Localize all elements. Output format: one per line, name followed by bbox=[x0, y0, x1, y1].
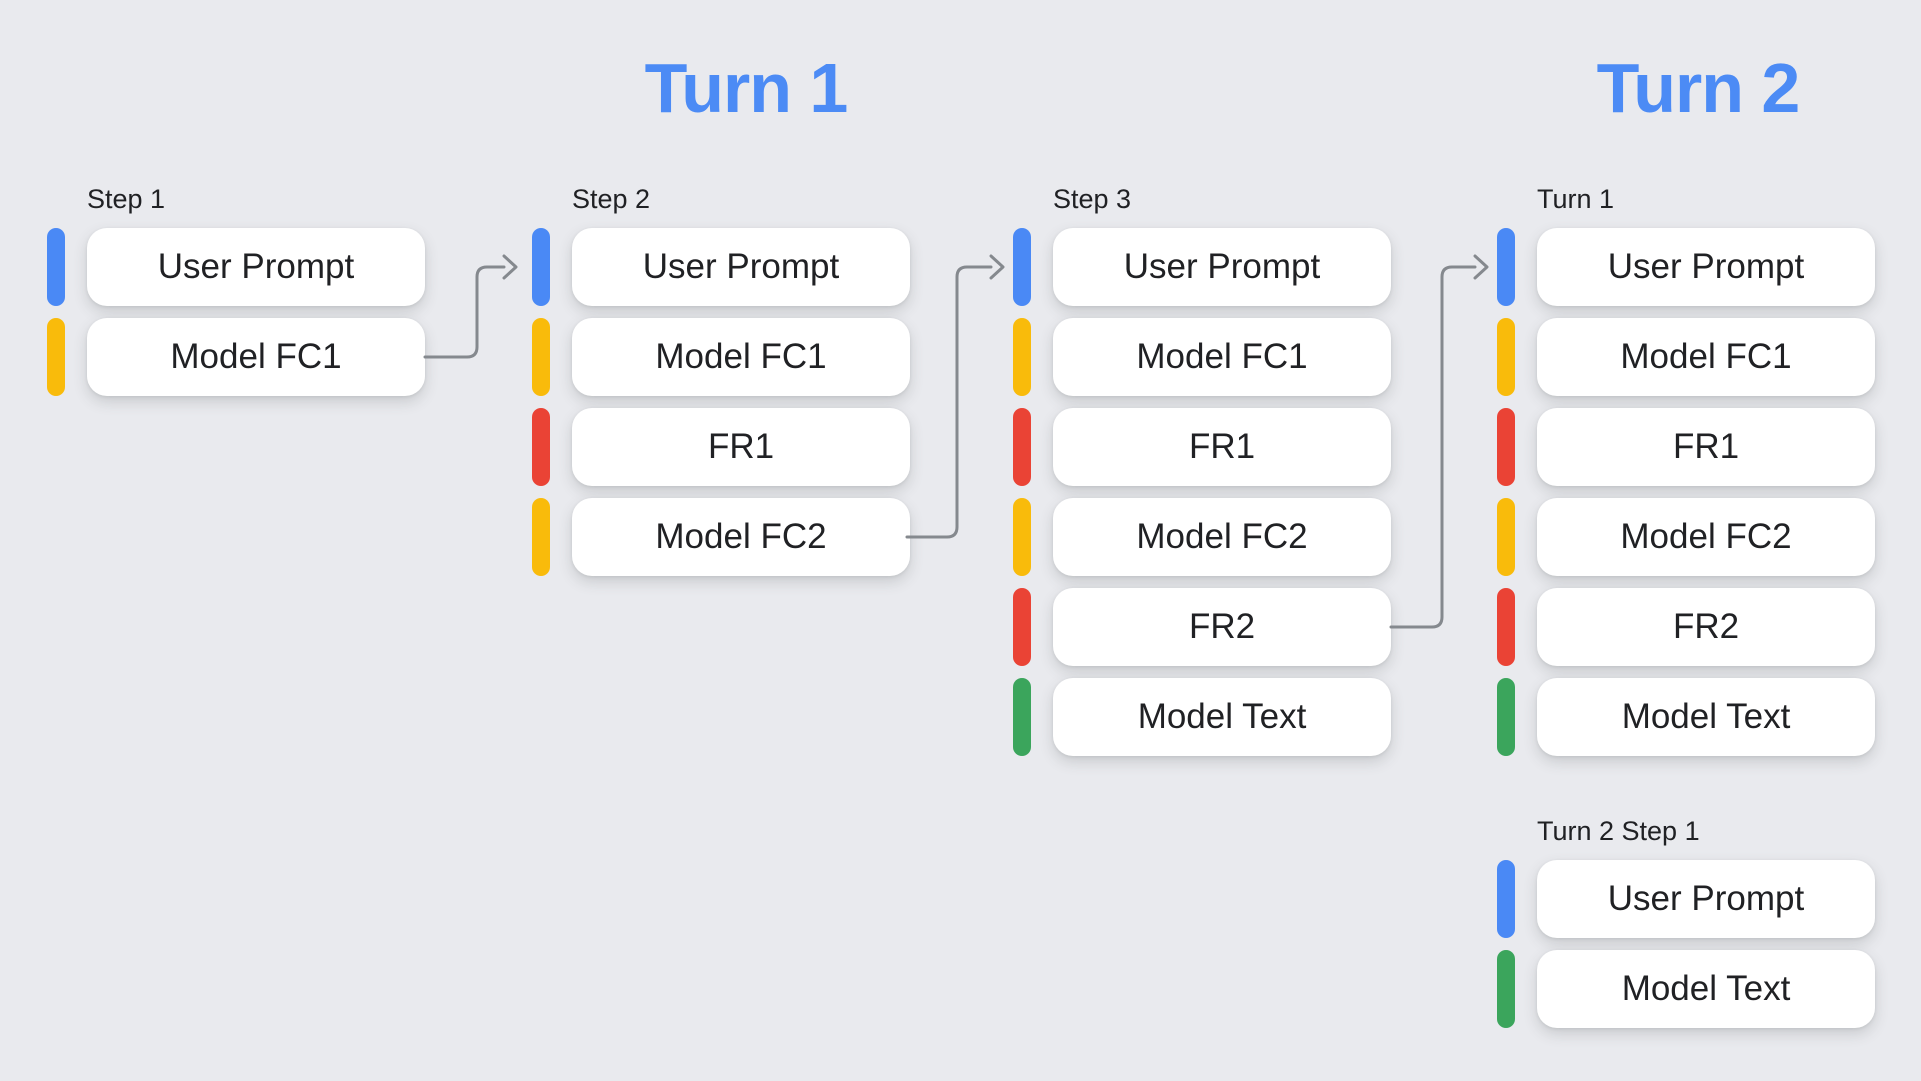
card-row: User Prompt bbox=[1497, 860, 1877, 938]
card-model-fc1: Model FC1 bbox=[572, 318, 910, 396]
column-turn-1-history: Turn 1 User Prompt Model FC1 FR1 Model F… bbox=[1497, 184, 1877, 768]
function-response-color-bar bbox=[1013, 588, 1031, 666]
card-row: Model FC1 bbox=[532, 318, 912, 396]
model-text-color-bar bbox=[1497, 950, 1515, 1028]
arrowhead-icon bbox=[989, 254, 1005, 280]
card-user-prompt: User Prompt bbox=[572, 228, 910, 306]
card-row: Model Text bbox=[1013, 678, 1393, 756]
card-row: Model FC2 bbox=[1497, 498, 1877, 576]
column-step-1: Step 1 User Prompt Model FC1 bbox=[47, 184, 427, 408]
card-row: User Prompt bbox=[47, 228, 427, 306]
card-row: Model Text bbox=[1497, 950, 1877, 1028]
user-prompt-color-bar bbox=[1013, 228, 1031, 306]
card-fr2: FR2 bbox=[1053, 588, 1391, 666]
user-prompt-color-bar bbox=[1497, 228, 1515, 306]
model-text-color-bar bbox=[1013, 678, 1031, 756]
function-response-color-bar bbox=[1497, 588, 1515, 666]
user-prompt-color-bar bbox=[47, 228, 65, 306]
card-model-text: Model Text bbox=[1537, 678, 1875, 756]
model-fc-color-bar bbox=[1013, 318, 1031, 396]
card-row: Model Text bbox=[1497, 678, 1877, 756]
user-prompt-color-bar bbox=[1497, 860, 1515, 938]
card-row: FR1 bbox=[1497, 408, 1877, 486]
turn-1-heading: Turn 1 bbox=[644, 49, 849, 127]
column-label: Turn 1 bbox=[1537, 184, 1615, 214]
arrow-step1-to-step2 bbox=[423, 254, 518, 359]
card-fr1: FR1 bbox=[1053, 408, 1391, 486]
model-fc-color-bar bbox=[532, 318, 550, 396]
card-model-fc2: Model FC2 bbox=[1053, 498, 1391, 576]
card-row: User Prompt bbox=[1013, 228, 1393, 306]
card-user-prompt: User Prompt bbox=[1537, 860, 1875, 938]
card-user-prompt: User Prompt bbox=[1053, 228, 1391, 306]
card-row: Model FC1 bbox=[1497, 318, 1877, 396]
model-text-color-bar bbox=[1497, 678, 1515, 756]
column-label: Turn 2 Step 1 bbox=[1537, 816, 1700, 846]
model-fc-color-bar bbox=[47, 318, 65, 396]
column-label: Step 2 bbox=[572, 184, 651, 214]
turn-2-heading: Turn 2 bbox=[1596, 49, 1801, 127]
function-response-color-bar bbox=[1013, 408, 1031, 486]
card-row: FR1 bbox=[1013, 408, 1393, 486]
model-fc-color-bar bbox=[1497, 498, 1515, 576]
card-fr1: FR1 bbox=[1537, 408, 1875, 486]
column-label: Step 1 bbox=[87, 184, 166, 214]
arrowhead-icon bbox=[502, 254, 518, 280]
model-fc-color-bar bbox=[1013, 498, 1031, 576]
user-prompt-color-bar bbox=[532, 228, 550, 306]
card-model-fc1: Model FC1 bbox=[1537, 318, 1875, 396]
column-label: Step 3 bbox=[1053, 184, 1132, 214]
card-row: FR1 bbox=[532, 408, 912, 486]
arrow-step2-to-step3 bbox=[905, 254, 1005, 539]
card-fr1: FR1 bbox=[572, 408, 910, 486]
card-row: FR2 bbox=[1013, 588, 1393, 666]
card-row: FR2 bbox=[1497, 588, 1877, 666]
column-turn-2-step-1: Turn 2 Step 1 User Prompt Model Text bbox=[1497, 816, 1877, 1040]
card-user-prompt: User Prompt bbox=[87, 228, 425, 306]
card-row: User Prompt bbox=[1497, 228, 1877, 306]
card-model-fc1: Model FC1 bbox=[1053, 318, 1391, 396]
card-model-fc2: Model FC2 bbox=[572, 498, 910, 576]
function-response-color-bar bbox=[532, 408, 550, 486]
card-model-fc1: Model FC1 bbox=[87, 318, 425, 396]
card-user-prompt: User Prompt bbox=[1537, 228, 1875, 306]
card-model-text: Model Text bbox=[1053, 678, 1391, 756]
card-row: Model FC2 bbox=[532, 498, 912, 576]
column-step-3: Step 3 User Prompt Model FC1 FR1 Model F… bbox=[1013, 184, 1393, 768]
card-fr2: FR2 bbox=[1537, 588, 1875, 666]
model-fc-color-bar bbox=[532, 498, 550, 576]
arrowhead-icon bbox=[1473, 254, 1489, 280]
arrow-step3-to-turn1 bbox=[1389, 254, 1489, 629]
card-model-fc2: Model FC2 bbox=[1537, 498, 1875, 576]
model-fc-color-bar bbox=[1497, 318, 1515, 396]
card-row: Model FC1 bbox=[47, 318, 427, 396]
function-response-color-bar bbox=[1497, 408, 1515, 486]
card-row: Model FC1 bbox=[1013, 318, 1393, 396]
column-step-2: Step 2 User Prompt Model FC1 FR1 Model F… bbox=[532, 184, 912, 588]
card-row: User Prompt bbox=[532, 228, 912, 306]
card-model-text: Model Text bbox=[1537, 950, 1875, 1028]
card-row: Model FC2 bbox=[1013, 498, 1393, 576]
